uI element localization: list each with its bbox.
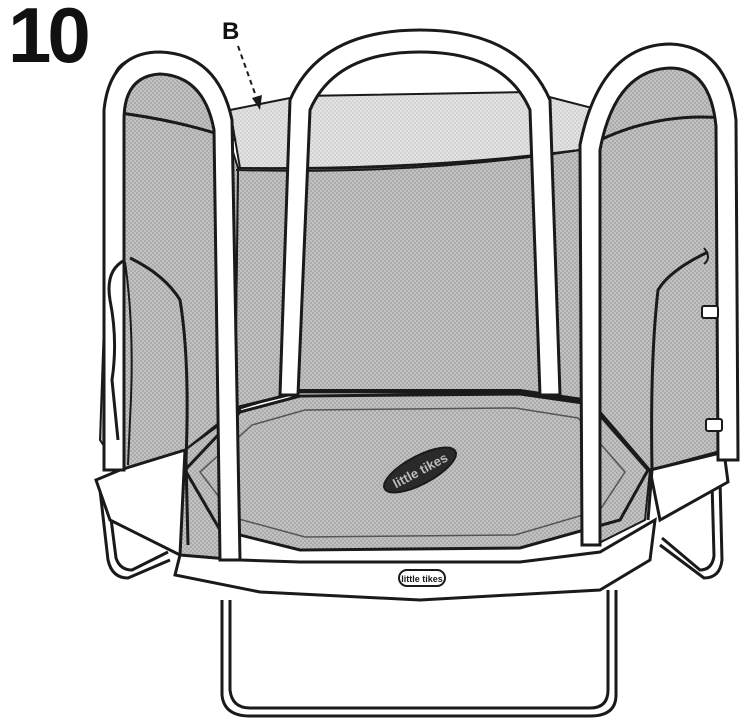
callout-label-b: B bbox=[222, 18, 240, 45]
callout-arrow bbox=[237, 45, 262, 110]
pole-straps bbox=[701, 305, 723, 432]
jumping-mat: little tikes bbox=[183, 392, 650, 552]
entrance-zipper-left bbox=[107, 256, 190, 546]
pad-logo: little tikes bbox=[398, 569, 446, 587]
pad-logo-text: little tikes bbox=[401, 574, 443, 584]
enclosure-poles bbox=[102, 28, 740, 562]
frame-pad: little tikes bbox=[94, 447, 730, 602]
step-number: 10 bbox=[8, 0, 91, 79]
entrance-zipper-right bbox=[646, 247, 709, 521]
frame-legs bbox=[98, 479, 724, 718]
